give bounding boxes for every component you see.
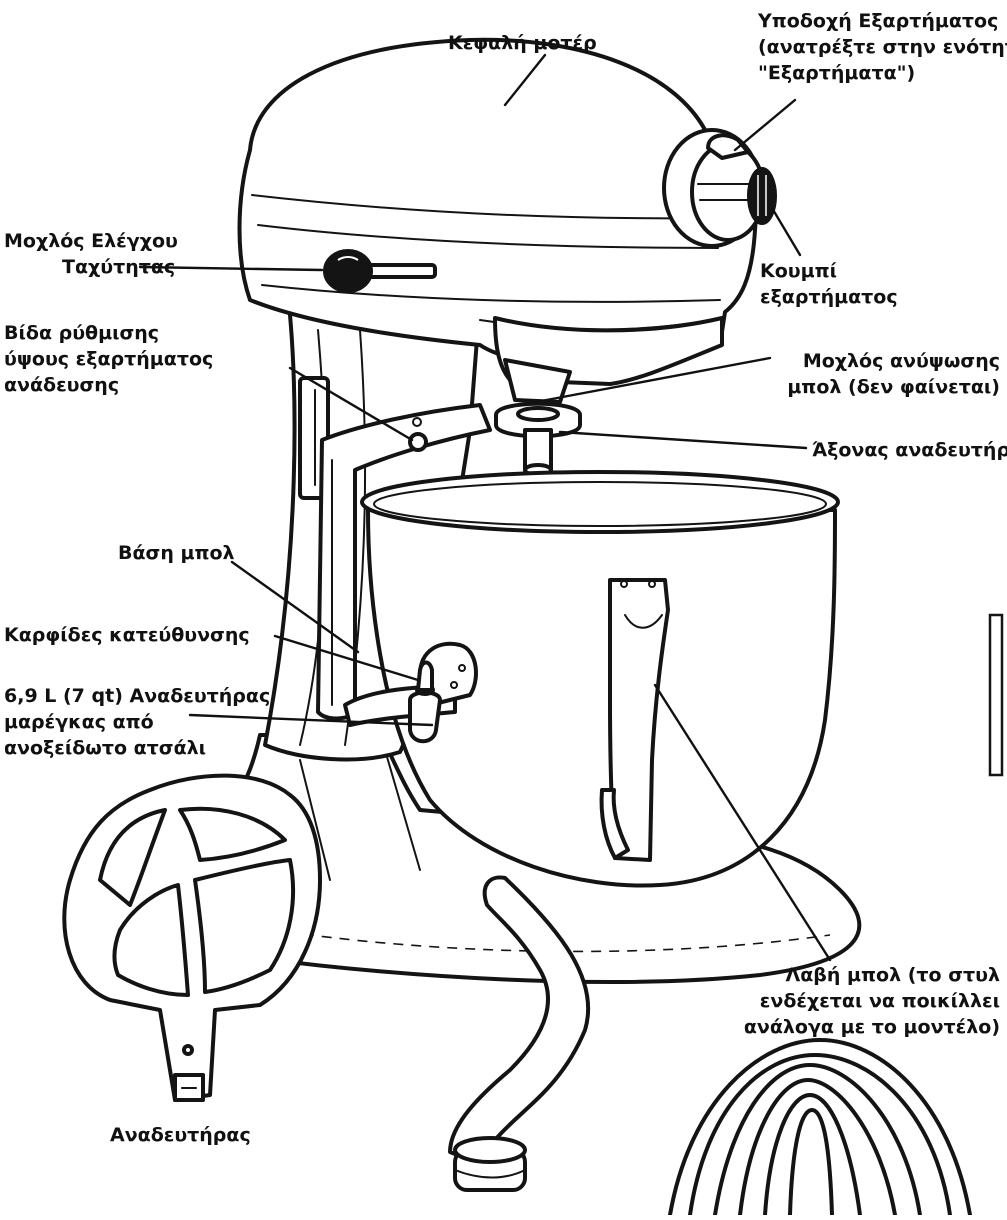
- leader-motor-head: [503, 53, 547, 107]
- speed-control-lever: [323, 249, 437, 293]
- leader-bowl: [188, 713, 434, 727]
- leader-locating-pins: [273, 634, 420, 682]
- label-bowl-handle: Λαβή μπολ (το στυλ ενδέχεται να ποικίλλε…: [743, 964, 1000, 1038]
- leader-beater-shaft: [558, 430, 808, 450]
- leader-speed-control: [138, 265, 324, 272]
- leader-height-screw: [288, 366, 414, 442]
- bowl-handle: [599, 578, 670, 862]
- mixing-bowl: [360, 470, 840, 888]
- label-speed-control-lever: Μοχλός Ελέγχου Ταχύτητας: [4, 230, 178, 278]
- flat-beater: [62, 773, 322, 1102]
- label-flat-beater: Αναδευτήρας: [110, 1124, 251, 1146]
- label-locating-pins: Καρφίδες κατεύθυνσης: [4, 624, 250, 646]
- leader-bowl-handle: [653, 683, 832, 962]
- leader-attachment-knob: [770, 206, 802, 257]
- beater-height-screw: [408, 417, 428, 452]
- leader-attachment-hub: [733, 98, 797, 152]
- label-bowl-support: Βάση μπολ: [118, 542, 235, 564]
- label-bowl-lift-lever: Μοχλός ανύψωσης μπολ (δεν φαίνεται): [787, 350, 1000, 398]
- label-beater-shaft: Άξονας αναδευτήρα: [812, 439, 1007, 461]
- label-motor-head: Κεφαλή μοτέρ: [448, 32, 597, 54]
- attachment-knob: [747, 167, 777, 225]
- motor-head: [237, 37, 758, 404]
- label-attachment-hub: Υποδοχή Εξαρτήματος (ανατρέξτε στην ενότ…: [758, 10, 1007, 84]
- bowl-bracket-pin: [343, 641, 478, 744]
- leader-bowl-support: [230, 560, 360, 654]
- bowl-support-arm: [316, 403, 492, 721]
- label-beater-height-screw: Βίδα ρύθμισης ύψους εξαρτήματος ανάδευση…: [4, 322, 214, 396]
- wire-whip: [668, 1038, 972, 1217]
- leader-bowl-lift: [518, 356, 772, 407]
- page-edge-tab: [988, 613, 1004, 777]
- label-bowl: 6,9 L (7 qt) Αναδευτήρας μαρέγκας από αν…: [4, 685, 271, 759]
- label-attachment-knob: Κουμπί εξαρτήματος: [760, 260, 898, 308]
- beater-shaft: [494, 401, 582, 477]
- dough-hook: [448, 875, 591, 1192]
